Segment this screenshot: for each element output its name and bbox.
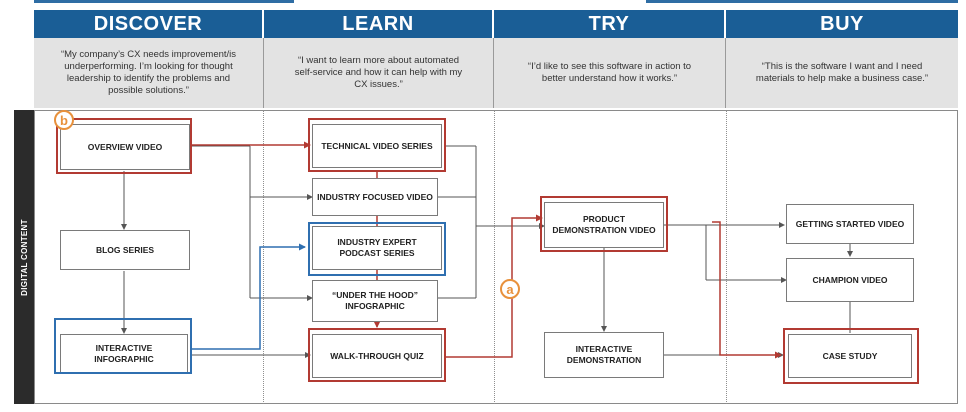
node-getting-started-video: GETTING STARTED VIDEO — [786, 204, 914, 244]
node-label: INTERACTIVE DEMONSTRATION — [566, 344, 642, 365]
badge-b: b — [54, 110, 74, 130]
node-label: INTERACTIVE INFOGRAPHIC — [94, 343, 154, 364]
node-label: INDUSTRY FOCUSED VIDEO — [317, 191, 433, 202]
node-interactive-demonstration: INTERACTIVE DEMONSTRATION — [544, 332, 664, 378]
node-label: OVERVIEW VIDEO — [87, 141, 163, 152]
node-technical-video-series: TECHNICAL VIDEO SERIES — [312, 124, 442, 168]
phase-quote-try: “I’d like to see this software in action… — [494, 38, 726, 108]
phase-divider — [494, 110, 495, 404]
node-industry-expert-podcast: INDUSTRY EXPERT PODCAST SERIES — [312, 226, 442, 270]
node-label: GETTING STARTED VIDEO — [795, 218, 905, 229]
phase-quote-learn: “I want to learn more about automated se… — [264, 38, 494, 108]
node-label: BLOG SERIES — [95, 244, 155, 255]
node-label: PRODUCT DEMONSTRATION VIDEO — [552, 214, 656, 235]
quote-text: “My company’s CX needs improvement/is un… — [60, 49, 237, 96]
top-accent-line — [34, 0, 294, 3]
quote-text: “This is the software I want and I need … — [755, 61, 929, 84]
red-path-quiz-to-product-demo — [446, 214, 543, 358]
node-blog-series: BLOG SERIES — [60, 230, 190, 270]
node-product-demonstration-video: PRODUCT DEMONSTRATION VIDEO — [544, 202, 664, 248]
side-band — [14, 110, 34, 404]
phase-divider — [726, 110, 727, 404]
blue-path-infographic-to-podcast — [192, 243, 306, 350]
node-label: CASE STUDY — [822, 350, 878, 361]
node-champion-video: CHAMPION VIDEO — [786, 258, 914, 302]
phase-header-try: TRY — [494, 10, 726, 38]
phase-quote-discover: “My company’s CX needs improvement/is un… — [34, 38, 264, 108]
node-industry-focused-video: INDUSTRY FOCUSED VIDEO — [312, 178, 438, 216]
node-label: WALK-THROUGH QUIZ — [330, 350, 424, 361]
node-walk-through-quiz: WALK-THROUGH QUIZ — [312, 334, 442, 378]
node-case-study: CASE STUDY — [788, 334, 912, 378]
node-label: INDUSTRY EXPERT PODCAST SERIES — [337, 237, 417, 258]
node-under-the-hood-infographic: “UNDER THE HOOD” INFOGRAPHIC — [312, 280, 438, 322]
phase-divider — [263, 110, 264, 404]
phase-header-buy: BUY — [726, 10, 958, 38]
phase-quote-buy: “This is the software I want and I need … — [726, 38, 958, 108]
node-overview-video: OVERVIEW VIDEO — [60, 124, 190, 170]
node-label: “UNDER THE HOOD” INFOGRAPHIC — [332, 290, 418, 311]
phase-header-discover: DISCOVER — [34, 10, 264, 38]
quote-text: “I’d like to see this software in action… — [527, 61, 692, 84]
node-label: CHAMPION VIDEO — [812, 274, 888, 285]
quote-text: “I want to learn more about automated se… — [294, 55, 463, 90]
node-interactive-infographic: INTERACTIVE INFOGRAPHIC — [60, 334, 188, 374]
phase-header-learn: LEARN — [264, 10, 494, 38]
badge-a: a — [500, 279, 520, 299]
node-label: TECHNICAL VIDEO SERIES — [321, 140, 433, 151]
content-frame — [34, 110, 958, 404]
red-path-demo-to-case-study — [712, 221, 782, 359]
top-accent-line — [646, 0, 958, 3]
